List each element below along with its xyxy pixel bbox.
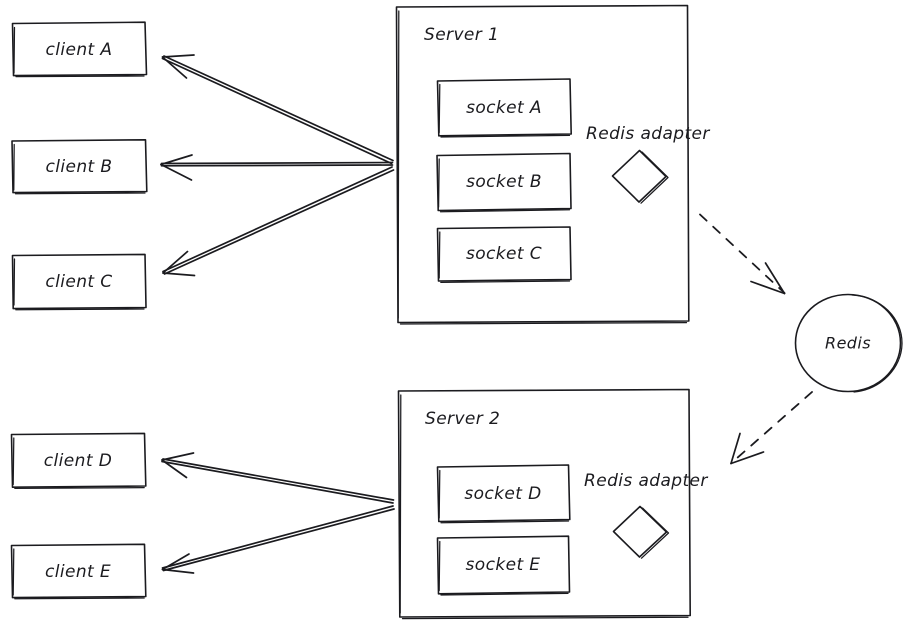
client-b-node[interactable]: client B	[11, 139, 148, 195]
client-c-label: client C	[45, 272, 112, 292]
socket-d-label: socket D	[464, 484, 541, 504]
socket-e-label: socket E	[466, 555, 541, 575]
server-2-adapter-diamond-icon	[612, 505, 668, 558]
arrow-server1-to-client-b	[160, 154, 394, 181]
redis-broker-node[interactable]: Redis	[794, 293, 903, 393]
client-a-box-sketch-overstroke	[13, 26, 145, 78]
socket-e-box	[436, 535, 571, 595]
redis-circle-overstroke	[851, 294, 903, 393]
client-d-node[interactable]: client D	[10, 432, 147, 490]
socket-c-label: socket C	[466, 244, 542, 264]
server-1-label: Server 1	[424, 25, 499, 45]
client-d-label: client D	[44, 451, 112, 471]
client-d-box-sketch-overstroke	[12, 437, 145, 490]
arrow-server2-to-client-e	[161, 505, 395, 574]
socket-a-box	[436, 78, 572, 137]
client-c-box	[11, 253, 147, 310]
client-b-label: client B	[46, 157, 113, 177]
socket-b-node[interactable]: socket B	[436, 152, 572, 213]
client-c-node[interactable]: client C	[11, 253, 147, 311]
client-a-label: client A	[46, 40, 113, 60]
server-1-adapter-label: Redis adapter	[586, 124, 710, 144]
socket-d-box	[436, 464, 571, 523]
arrow-server2-to-client-d	[161, 452, 395, 504]
server-1-adapter-diamond-icon	[611, 149, 667, 203]
server-2-node[interactable]: Server 2 socket D socket E	[397, 388, 691, 620]
socket-b-box-sketch-overstroke	[437, 158, 571, 213]
socket-b-label: socket B	[466, 172, 542, 192]
client-c-box-sketch-overstroke	[13, 258, 145, 311]
server-1-adapter-diamond-overstroke	[640, 151, 669, 204]
client-e-box	[10, 543, 147, 599]
server-2-adapter-label: Redis adapter	[584, 471, 708, 491]
socket-e-node[interactable]: socket E	[436, 535, 571, 596]
client-e-box-sketch-overstroke	[12, 548, 145, 600]
redis-circle	[794, 293, 902, 393]
client-e-node[interactable]: client E	[10, 543, 147, 600]
server-1-adapter[interactable]: Redis adapter	[586, 124, 710, 204]
redis-label: Redis	[825, 334, 871, 353]
server-2-adapter-diamond-overstroke	[640, 507, 670, 559]
socket-c-box	[436, 226, 572, 282]
server-2-label: Server 2	[425, 409, 500, 429]
socket-d-node[interactable]: socket D	[436, 464, 571, 524]
server-1-node[interactable]: Server 1 socket A socket B socket C	[395, 4, 690, 325]
client-b-box	[11, 139, 148, 194]
client-e-label: client E	[45, 562, 111, 582]
client-a-node[interactable]: client A	[11, 21, 148, 78]
server-2-box-sketch-overstroke	[399, 394, 689, 620]
socket-a-node[interactable]: socket A	[436, 78, 572, 138]
client-b-box-sketch-overstroke	[13, 143, 146, 195]
socket-d-box-sketch-overstroke	[438, 469, 570, 524]
arrow-server1-to-client-c	[162, 166, 395, 277]
socket-e-box-sketch-overstroke	[438, 540, 569, 596]
socket-c-node[interactable]: socket C	[436, 226, 572, 284]
arrow-redis-to-server2-adapter	[730, 391, 813, 465]
arrow-server1-adapter-to-redis	[699, 213, 786, 295]
client-d-box	[10, 432, 147, 488]
server-2-adapter[interactable]: Redis adapter	[584, 471, 708, 559]
server-1-box-sketch-overstroke	[397, 10, 688, 325]
arrow-server1-to-client-a	[161, 54, 394, 165]
client-a-box	[11, 21, 148, 77]
socket-a-box-sketch-overstroke	[438, 83, 571, 138]
socket-a-label: socket A	[466, 98, 542, 118]
socket-b-box	[436, 152, 572, 212]
socket-c-box-sketch-overstroke	[438, 231, 571, 284]
